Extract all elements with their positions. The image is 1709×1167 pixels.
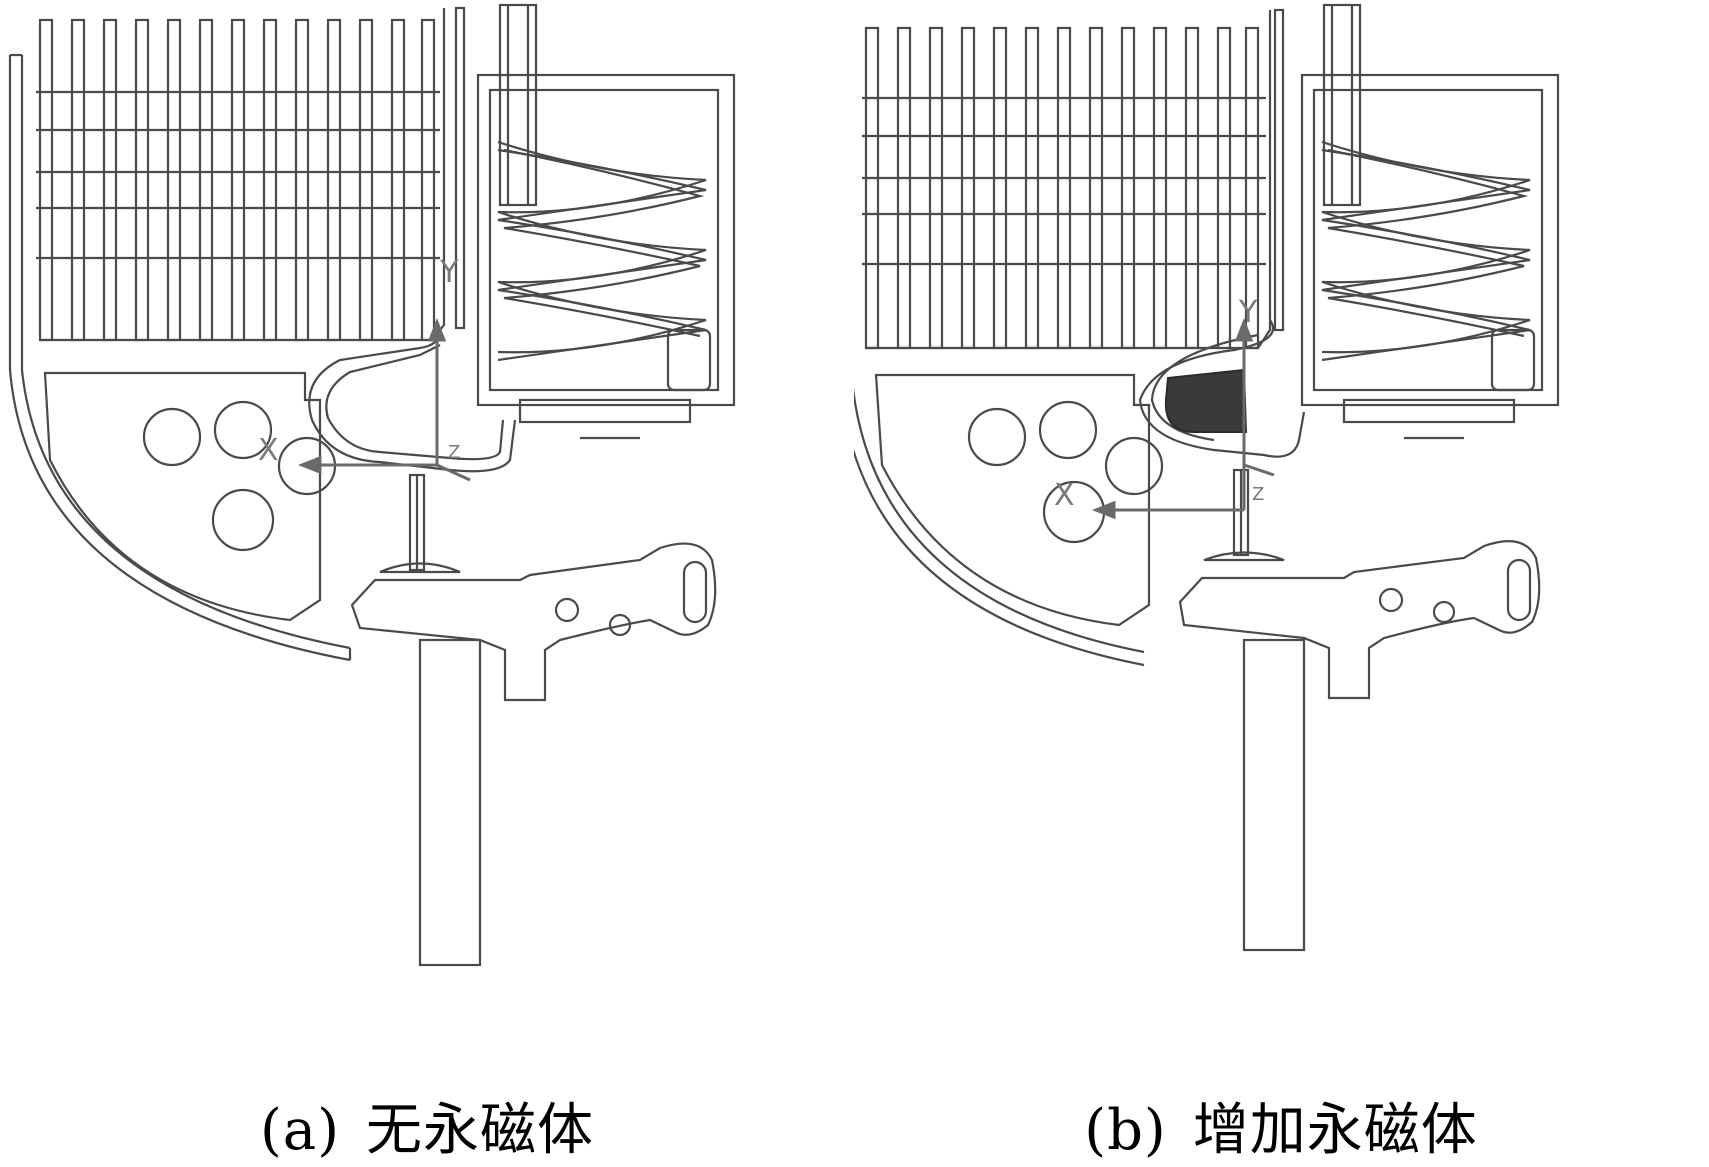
caption-b-label: (b): [1084, 1098, 1167, 1163]
coordinate-axes: [1091, 317, 1275, 520]
caption-a: (a) 无永磁体: [0, 1085, 854, 1166]
caption-a-label: (a): [259, 1098, 341, 1163]
breaker-drawing-a: Y X Z: [8, 3, 736, 967]
caption-b-text: 增加永磁体: [1192, 1098, 1478, 1163]
caption-a-text: 无永磁体: [366, 1098, 595, 1163]
arc-chute-plates: [862, 26, 1266, 350]
coordinate-axes: [297, 317, 471, 482]
caption-b: (b) 增加永磁体: [854, 1085, 1708, 1166]
panel-b-with-magnet: Y X Z (b) 增加永磁体: [854, 0, 1708, 1167]
permanent-magnet: [1164, 368, 1248, 433]
axis-x-label: X: [258, 433, 279, 468]
axis-z-label: Z: [448, 442, 460, 463]
axis-y-label: Y: [439, 255, 459, 290]
breaker-drawing-b: Y X Z: [854, 3, 1560, 952]
arc-chute-plates: [36, 18, 440, 342]
panel-a-no-magnet: Y X Z (a) 无永磁体: [0, 0, 854, 1167]
axis-x-label: X: [1054, 478, 1075, 513]
axis-y-label: Y: [1238, 295, 1258, 330]
axis-z-label: Z: [1252, 484, 1264, 505]
